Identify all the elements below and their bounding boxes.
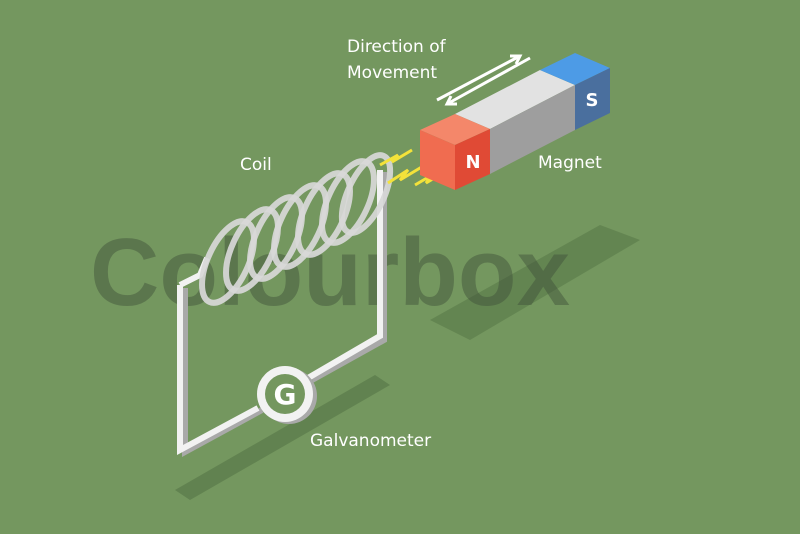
galvanometer-symbol: G bbox=[274, 378, 297, 411]
direction-arrows-icon bbox=[436, 54, 531, 106]
bar-magnet: N S bbox=[420, 53, 610, 190]
coil-label: Coil bbox=[240, 155, 272, 175]
galvanometer: G bbox=[257, 366, 317, 424]
direction-label-line2: Movement bbox=[347, 63, 437, 83]
magnet-shadow bbox=[430, 225, 640, 340]
south-pole-label: S bbox=[586, 90, 599, 111]
coil bbox=[199, 152, 394, 306]
watermark: Colourbox bbox=[90, 219, 570, 326]
direction-label-line1: Direction of bbox=[347, 37, 447, 57]
circuit-wire bbox=[177, 170, 387, 458]
north-pole-label: N bbox=[465, 152, 480, 173]
galvanometer-label: Galvanometer bbox=[310, 431, 431, 451]
circuit-shadow bbox=[175, 375, 390, 500]
magnet-label: Magnet bbox=[538, 153, 602, 173]
